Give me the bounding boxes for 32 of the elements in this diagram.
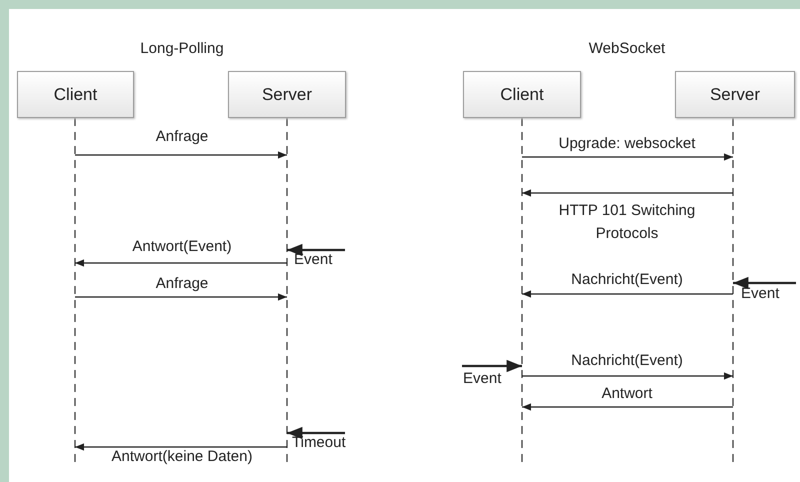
participant-label: Client	[54, 84, 98, 104]
participant-label: Server	[710, 84, 760, 104]
message-arrow	[287, 426, 345, 440]
message-arrow	[75, 443, 287, 451]
message-arrow	[522, 189, 733, 197]
message-arrow	[287, 244, 345, 256]
message-label: Event	[741, 285, 780, 303]
message-arrow	[522, 372, 733, 380]
participant-label: Server	[262, 84, 312, 104]
message-label: Anfrage	[156, 128, 208, 146]
message-label: Upgrade: websocket	[558, 135, 696, 153]
message-label: Timeout	[292, 434, 346, 452]
section-heading: WebSocket	[588, 40, 666, 57]
message-label: Antwort(Event)	[132, 238, 232, 256]
message-label: Antwort(keine Daten)	[112, 448, 252, 466]
message-arrow	[75, 259, 287, 267]
section-heading: Long-Polling	[140, 40, 224, 57]
message-label: Event	[294, 251, 332, 269]
message-arrow	[462, 360, 522, 372]
participant-label: Client	[500, 84, 544, 104]
message-arrow	[75, 151, 287, 159]
message-arrow	[522, 290, 733, 298]
message-label: Event	[463, 370, 502, 388]
message-label: Anfrage	[156, 275, 208, 293]
message-arrow	[75, 293, 287, 301]
message-arrow	[733, 276, 796, 290]
message-arrow	[522, 153, 733, 161]
message-arrow	[522, 403, 733, 411]
message-label: Nachricht(Event)	[571, 352, 683, 370]
message-label: HTTP 101 Switching Protocols	[558, 201, 696, 244]
message-label: Antwort	[602, 385, 652, 403]
message-label: Nachricht(Event)	[571, 271, 683, 289]
